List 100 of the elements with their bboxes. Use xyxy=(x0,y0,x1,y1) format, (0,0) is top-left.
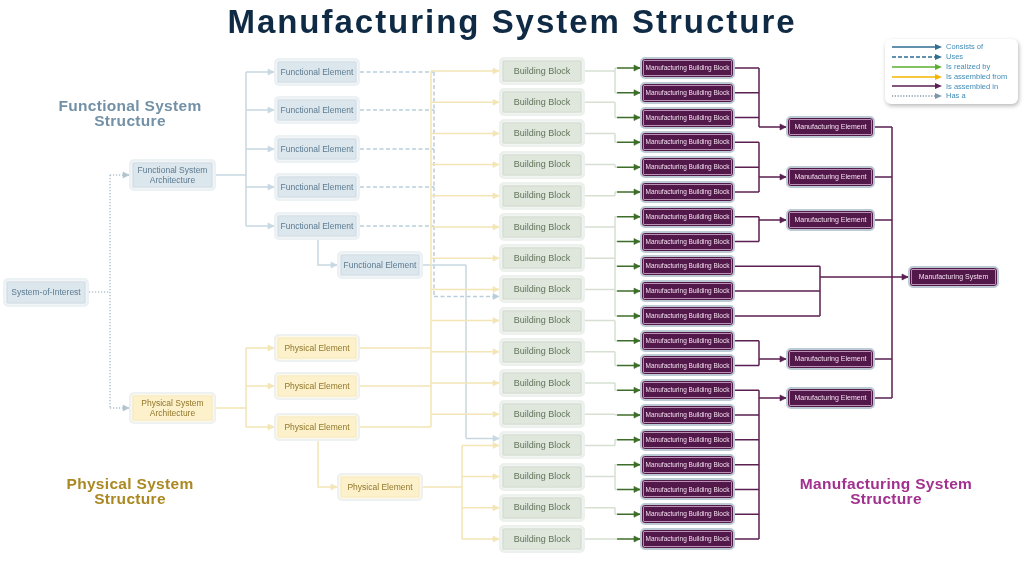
manufacturing-block-box xyxy=(640,329,735,352)
connector-arrow xyxy=(317,440,338,491)
connector-arrow xyxy=(734,67,787,131)
node-label: Building Block xyxy=(513,96,571,108)
element-box xyxy=(274,212,360,240)
building-block-box xyxy=(499,275,585,304)
connector-arrow xyxy=(584,64,641,97)
node-label: Physical Element xyxy=(284,380,350,392)
manufacturing-block-box xyxy=(640,379,735,402)
manufacturing-block-box xyxy=(640,57,735,79)
building-block-box xyxy=(499,57,585,85)
manufacturing-element-box xyxy=(786,387,875,409)
connector-arrow xyxy=(584,535,641,543)
diagram-title: Manufacturing System Structure xyxy=(227,4,797,40)
building-block-box xyxy=(499,150,585,179)
manufacturing-block-box xyxy=(640,230,735,253)
connector-arrow xyxy=(584,382,641,394)
manufacturing-block-box xyxy=(640,255,735,278)
node-label: Building Block xyxy=(513,221,571,233)
connector-arrow xyxy=(734,216,787,243)
building-block-box xyxy=(499,525,585,553)
building-block-box xyxy=(499,88,585,117)
connector-arrow xyxy=(359,71,500,300)
node-label: Building Block xyxy=(513,377,571,389)
node-label: Building Block xyxy=(513,346,571,358)
element-box xyxy=(274,58,360,86)
connector-arrow xyxy=(584,213,641,320)
manufacturing-block-box xyxy=(640,180,735,203)
connector-arrow xyxy=(584,461,641,493)
connector-arrow xyxy=(359,67,500,428)
node-label: Physical Element xyxy=(284,421,350,433)
manufacturing-element-box xyxy=(786,348,875,370)
connector-arrow xyxy=(215,344,275,431)
connector-arrow xyxy=(584,436,641,447)
node-label: System-of-Interest xyxy=(11,286,81,298)
node-label: Physical System Architecture xyxy=(140,397,205,419)
node-label: Building Block xyxy=(513,502,571,514)
node-label: Functional Element xyxy=(280,220,354,232)
connector-arrow xyxy=(422,264,500,442)
manufacturing-block-box xyxy=(640,428,735,451)
node-label: Building Block xyxy=(513,408,571,420)
section-heading: Functional System Structure xyxy=(57,98,203,128)
connector-arrow xyxy=(584,163,641,171)
element-box xyxy=(274,372,360,400)
architecture-box xyxy=(129,159,216,191)
manufacturing-block-box xyxy=(640,205,735,228)
building-block-box xyxy=(499,493,585,522)
manufacturing-block-box xyxy=(640,106,735,129)
connector-arrow xyxy=(584,411,641,419)
manufacturing-block-box xyxy=(640,453,735,476)
system-box xyxy=(3,277,89,307)
connector-arrow xyxy=(422,442,500,543)
node-label: Functional Element xyxy=(280,181,354,193)
manufacturing-block-box xyxy=(640,503,735,526)
node-label: Building Block xyxy=(513,533,571,545)
building-block-box xyxy=(499,400,585,429)
connector-arrow xyxy=(215,68,275,230)
element-box xyxy=(337,251,423,279)
building-block-box xyxy=(499,369,585,397)
element-box xyxy=(274,135,360,163)
building-block-box xyxy=(499,431,585,460)
section-heading: Physical System Structure xyxy=(65,476,195,506)
node-label: Building Block xyxy=(513,65,571,77)
manufacturing-block-box xyxy=(640,156,735,179)
connector-arrow xyxy=(88,171,130,412)
connector-arrow xyxy=(734,141,787,193)
connector-arrow xyxy=(584,188,641,197)
manufacturing-block-box xyxy=(640,131,735,154)
connector-arrow xyxy=(584,507,641,518)
node-label: Building Block xyxy=(513,315,571,326)
building-block-box xyxy=(499,462,585,491)
architecture-box xyxy=(129,392,216,424)
node-label: Building Block xyxy=(513,128,571,139)
element-box xyxy=(274,334,360,362)
manufacturing-block-box xyxy=(640,304,735,327)
manufacturing-block-box xyxy=(640,404,735,427)
connector-arrow xyxy=(584,351,641,369)
manufacturing-element-box xyxy=(786,209,875,231)
manufacturing-block-box xyxy=(640,280,735,303)
building-block-box xyxy=(499,306,585,335)
connector-arrow xyxy=(584,319,641,344)
node-label: Functional Element xyxy=(280,104,354,116)
node-label: Functional Element xyxy=(343,259,417,271)
node-label: Building Block xyxy=(513,440,571,451)
node-label: Functional Element xyxy=(280,143,354,155)
building-block-box xyxy=(499,181,585,210)
node-label: Functional System Architecture xyxy=(136,164,209,186)
connector-arrow xyxy=(734,339,787,367)
building-block-box xyxy=(499,213,585,241)
node-label: Building Block xyxy=(513,190,571,202)
node-label: Building Block xyxy=(513,252,571,264)
node-label: Functional Element xyxy=(280,66,354,78)
node-label: Building Block xyxy=(513,159,571,170)
element-box xyxy=(274,173,360,201)
node-label: Building Block xyxy=(513,284,571,295)
manufacturing-block-box xyxy=(640,478,735,501)
manufacturing-system-box xyxy=(908,266,999,288)
node-label: Physical Element xyxy=(284,342,350,354)
manufacturing-element-box xyxy=(786,116,875,138)
building-block-box xyxy=(499,337,585,366)
